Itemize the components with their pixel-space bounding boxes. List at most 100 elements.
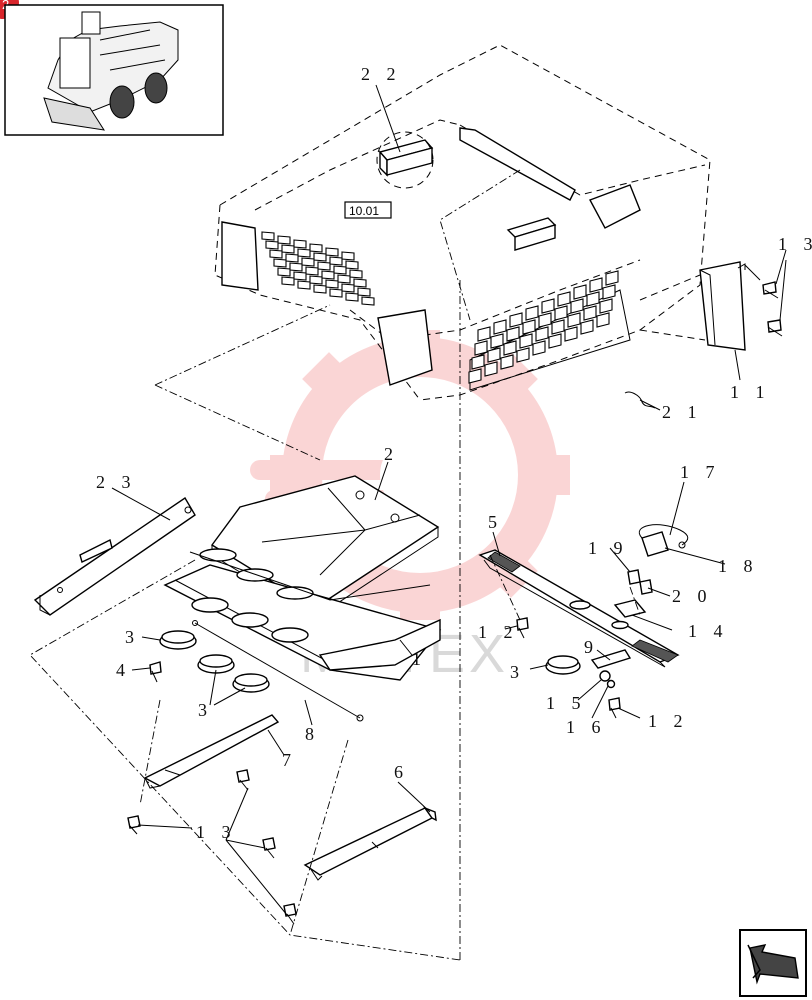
- callout-21: 2 1: [662, 402, 703, 422]
- grid-cell: [522, 319, 536, 335]
- reference-box-label: 10.01: [349, 204, 379, 218]
- callout-3-right: 3: [510, 662, 525, 682]
- callout-6: 6: [394, 762, 409, 782]
- part-4-screw: [149, 661, 162, 683]
- grid-cell: [349, 269, 363, 279]
- grid-cell: [599, 298, 613, 314]
- grid-cell: [570, 298, 584, 314]
- grid-cell: [313, 252, 327, 262]
- grid-cell: [325, 279, 339, 289]
- grid-cell: [548, 333, 562, 349]
- callout-17: 1 7: [680, 462, 721, 482]
- grid-cell: [580, 319, 594, 335]
- grid-cell: [474, 340, 488, 356]
- grid-cell: [329, 288, 343, 298]
- grid-cell: [345, 292, 359, 302]
- callout-19: 1 9: [588, 538, 629, 558]
- callout-2: 2: [384, 444, 399, 464]
- grid-cell: [500, 354, 514, 370]
- machine-thumbnail: [4, 4, 224, 136]
- callout-13-bottom: 1 3: [196, 822, 237, 842]
- callout-12-left: 1 2: [478, 622, 519, 642]
- callout-16: 1 6: [566, 717, 607, 737]
- callout-18: 1 8: [718, 556, 759, 576]
- callout-3-left: 3: [125, 627, 140, 647]
- part-5-strip: [478, 549, 680, 668]
- callout-8: 8: [305, 724, 320, 744]
- callout-12-right: 1 2: [648, 711, 689, 731]
- grid-cell: [596, 312, 610, 328]
- part-8-rod: [192, 620, 364, 722]
- grid-cell: [337, 274, 351, 284]
- callout-22: 2 2: [361, 64, 402, 84]
- grid-cell: [506, 326, 520, 342]
- grid-cell: [277, 235, 291, 245]
- grid-cell: [333, 265, 347, 275]
- grid-cell: [602, 284, 616, 300]
- grid-cell: [564, 326, 578, 342]
- grid-cell: [589, 277, 603, 293]
- callout-9: 9: [584, 637, 599, 657]
- grid-cell: [484, 361, 498, 377]
- grid-cell: [357, 287, 371, 297]
- grid-cell: [309, 275, 323, 285]
- skid-steer-loader-icon: [43, 11, 179, 131]
- grid-cell: [519, 333, 533, 349]
- grid-cell: [305, 266, 319, 276]
- part-13-screws-bottom: [127, 769, 297, 925]
- callout-13-top: 1 3: [778, 234, 812, 254]
- grid-cell: [573, 284, 587, 300]
- grid-cell: [567, 312, 581, 328]
- grid-cell: [557, 291, 571, 307]
- callout-1: 1: [412, 649, 427, 669]
- callout-15: 1 5: [546, 693, 587, 713]
- grid-cell: [309, 243, 323, 253]
- part-11-side-panel: [639, 261, 746, 351]
- callout-14: 1 4: [688, 621, 729, 641]
- grid-cell: [493, 319, 507, 335]
- grid-cell: [468, 368, 482, 384]
- grid-cell: [586, 291, 600, 307]
- grid-cell: [265, 240, 279, 250]
- callout-labels: 2 2 1 3 1 1 2 1 2 2 3 1 7 5 1 9 1 8 2 0 …: [96, 64, 812, 842]
- callout-5: 5: [488, 512, 503, 532]
- part-3-plugs: [159, 630, 581, 693]
- grid-cell: [269, 249, 283, 259]
- grid-cell: [538, 312, 552, 328]
- grid-cell: [341, 251, 355, 261]
- left-grid-insulation: [261, 231, 375, 306]
- grid-cell: [551, 319, 565, 335]
- grid-cell: [329, 256, 343, 266]
- part-1-tray: [163, 548, 442, 681]
- part-9-bracket: [590, 649, 632, 689]
- grid-cell: [301, 257, 315, 267]
- grid-cell: [554, 305, 568, 321]
- right-grid-insulation: [468, 270, 619, 384]
- callout-11: 1 1: [730, 382, 771, 402]
- grid-cell: [605, 270, 619, 286]
- grid-cell: [297, 248, 311, 258]
- grid-cell: [285, 253, 299, 263]
- grid-cell: [477, 326, 491, 342]
- grid-cell: [583, 305, 597, 321]
- grid-cell: [516, 347, 530, 363]
- grid-cell: [261, 231, 275, 241]
- grid-cell: [273, 258, 287, 268]
- grid-cell: [293, 271, 307, 281]
- part-7-bracket: [143, 714, 280, 789]
- part-21-clip: [624, 391, 656, 409]
- part-17-switch-assembly: [613, 524, 689, 618]
- part-23-rail: [33, 497, 196, 616]
- grid-cell: [541, 298, 555, 314]
- grid-cell: [490, 333, 504, 349]
- grid-cell: [297, 280, 311, 290]
- grid-cell: [293, 239, 307, 249]
- leader-lines: [111, 84, 787, 916]
- grid-cell: [525, 305, 539, 321]
- grid-cell: [535, 326, 549, 342]
- grid-cell: [353, 278, 367, 288]
- grid-cell: [345, 260, 359, 270]
- grid-cell: [313, 284, 327, 294]
- next-page-arrow-icon[interactable]: [739, 929, 807, 997]
